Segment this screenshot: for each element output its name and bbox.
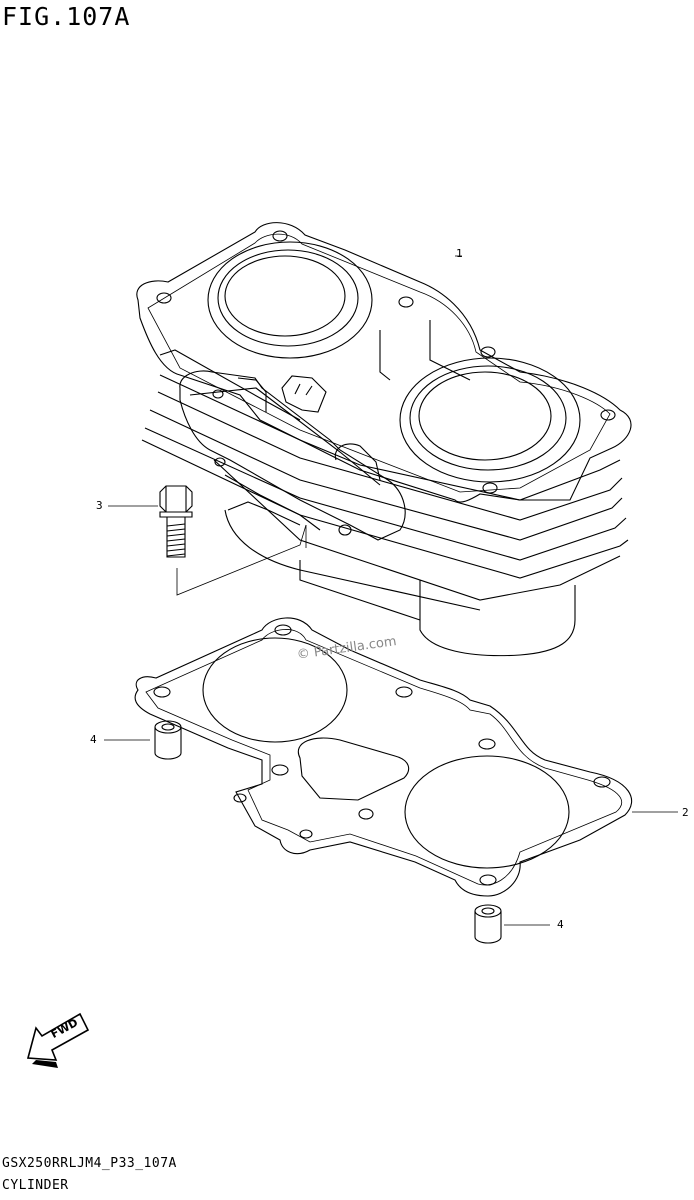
cylinder-block[interactable] <box>137 223 631 656</box>
figure-name: CYLINDER <box>2 1178 69 1193</box>
bolt-part[interactable] <box>160 486 192 557</box>
callout-part-4-lower: 4 <box>557 918 564 931</box>
callout-part-3: 3 <box>96 499 103 512</box>
dowel-pin-lower[interactable] <box>475 905 501 943</box>
cylinder-gasket[interactable] <box>135 618 632 896</box>
callout-part-1: 1 <box>456 247 463 260</box>
callout-part-4-upper: 4 <box>90 733 97 746</box>
callout-part-2: 2 <box>682 806 689 819</box>
dowel-pin-upper[interactable] <box>155 721 181 759</box>
bolt-install-line <box>177 525 306 595</box>
figure-code: GSX250RRLJM4_P33_107A <box>2 1156 177 1171</box>
forward-direction-arrow <box>28 1014 88 1068</box>
figure-title: FIG.107A <box>2 2 131 31</box>
